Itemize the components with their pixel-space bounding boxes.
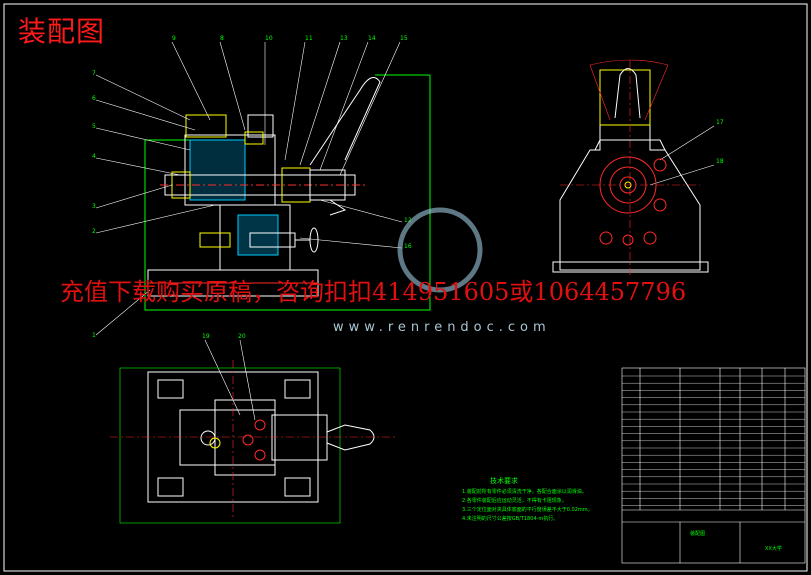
part-label: 2 [92, 228, 96, 235]
side-lever [599, 69, 651, 126]
part-label: 6 [92, 95, 96, 102]
leader-lines [95, 41, 715, 421]
title-block-school: XX大学 [765, 546, 782, 552]
top-view [110, 360, 395, 524]
bom-table [621, 367, 806, 564]
part-label: 5 [92, 123, 96, 130]
tech-note: 1.装配前所有零件必须清洗干净，各配合面涂以润滑油。 [462, 489, 587, 495]
part-label: 15 [400, 35, 408, 42]
part-label: 13 [340, 35, 348, 42]
part-label: 12 [404, 217, 412, 224]
part-number-labels: 9 8 7 6 5 4 3 2 1 10 11 12 13 14 15 16 17 18 19 20 [92, 35, 724, 340]
part-label: 4 [92, 153, 96, 160]
part-label: 9 [172, 35, 176, 42]
part-label: 3 [92, 203, 96, 210]
drawing-border [3, 3, 808, 572]
part-label: 19 [202, 333, 210, 340]
lever-handle [309, 77, 381, 166]
title-block-name: 装配图 [690, 531, 706, 537]
watermark-text: 充值下载购买原稿，咨询扣扣414951605或1064457796 [60, 278, 687, 306]
clamp-housing [184, 134, 276, 206]
tech-note: 2.各零件装配后应运动灵活，不得有卡阻现象。 [462, 498, 567, 504]
watermark-url: www.renrendoc.com [333, 320, 551, 335]
part-label: 7 [92, 70, 96, 77]
part-label: 11 [305, 35, 313, 42]
drawing-title: 装配图 [18, 15, 106, 48]
part-label: 18 [716, 158, 724, 165]
part-label: 1 [92, 332, 96, 339]
side-view [552, 59, 709, 275]
top-screw [185, 114, 227, 138]
watermark-logo [397, 207, 483, 293]
part-label: 14 [368, 35, 376, 42]
part-label: 17 [716, 119, 724, 126]
part-label: 20 [238, 333, 246, 340]
tech-notes-title: 技术要求 [490, 477, 518, 485]
tech-note: 3.三个定位面对夹具体底面的平行度误差不大于0.02mm。 [462, 507, 593, 513]
part-label: 10 [265, 35, 273, 42]
part-label: 8 [220, 35, 224, 42]
part-label: 16 [404, 243, 412, 250]
tech-note: 4.未注明的尺寸公差按GB/T1804-m执行。 [462, 516, 559, 522]
